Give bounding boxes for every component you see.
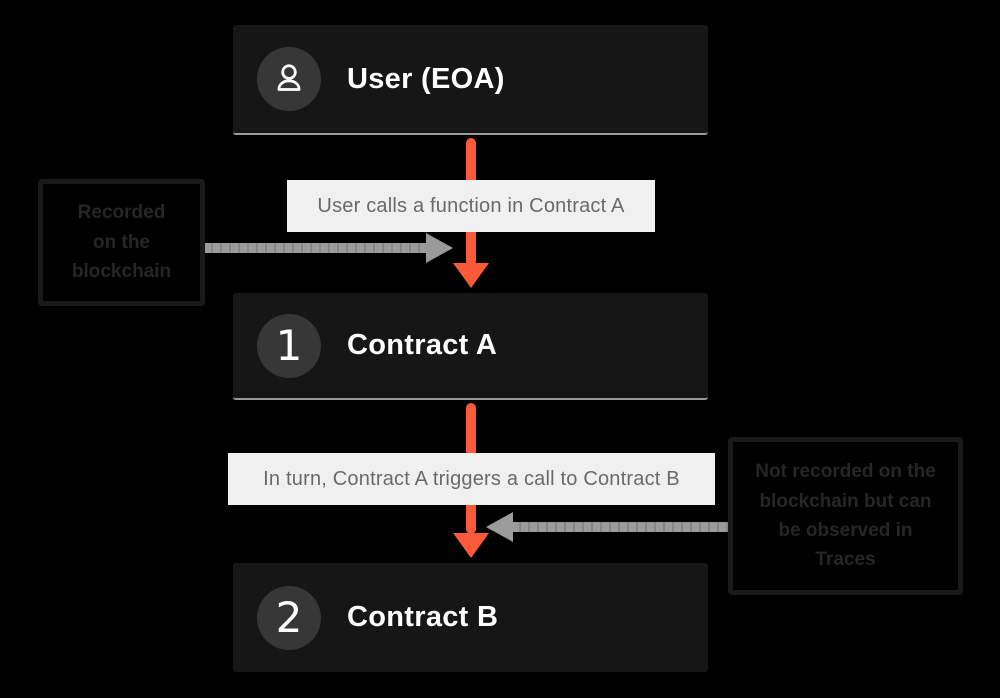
callout-not-recorded-traces: Not recorded on the blockchain but can b… bbox=[728, 437, 963, 595]
arrow-user-to-contract-a-head bbox=[453, 263, 489, 288]
contract-b-number-badge: 2 bbox=[257, 585, 321, 650]
node-contract-a: 1 Contract A bbox=[233, 293, 708, 400]
user-avatar-badge bbox=[257, 47, 321, 111]
callout-line: be observed in bbox=[778, 520, 913, 541]
node-user-label: User (EOA) bbox=[347, 62, 505, 95]
recorded-annotation-arrow-head bbox=[426, 233, 453, 263]
node-contract-b: 2 Contract B bbox=[233, 563, 708, 672]
edge-label-internal-call: In turn, Contract A triggers a call to C… bbox=[228, 453, 715, 505]
callout-line: blockchain but can bbox=[759, 490, 932, 512]
callout-line: on the bbox=[93, 231, 150, 253]
callout-line: Recorded bbox=[77, 202, 166, 224]
callout-recorded-on-blockchain: Recorded on the blockchain bbox=[38, 179, 205, 306]
callout-line: blockchain bbox=[71, 261, 172, 283]
trace-annotation-arrow-shaft bbox=[512, 522, 730, 532]
callout-line: Traces bbox=[815, 549, 876, 571]
contract-a-number-badge: 1 bbox=[257, 313, 321, 378]
user-icon bbox=[277, 64, 301, 91]
trace-annotation-arrow-head bbox=[486, 512, 513, 542]
arrow-contract-a-to-contract-b-head bbox=[453, 533, 489, 558]
edge-label-user-call: User calls a function in Contract A bbox=[287, 180, 655, 232]
node-user-eoa: User (EOA) bbox=[233, 25, 708, 135]
recorded-annotation-arrow-shaft bbox=[204, 243, 428, 253]
node-contract-b-label: Contract B bbox=[347, 601, 499, 633]
node-contract-a-label: Contract A bbox=[347, 329, 498, 361]
callout-line: Not recorded on the bbox=[755, 461, 936, 483]
